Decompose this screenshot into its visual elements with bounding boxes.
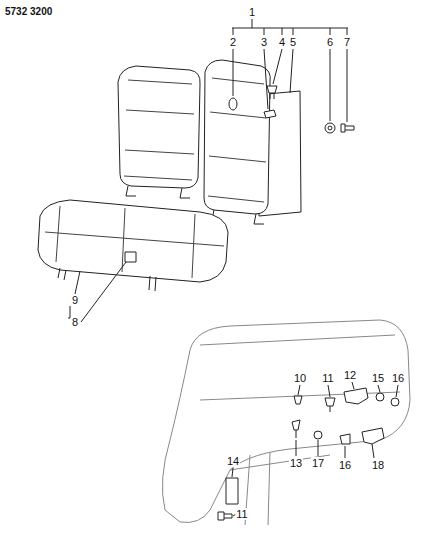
callout-number: 2 — [229, 36, 237, 48]
callout-number: 10 — [293, 372, 307, 384]
callout-number: 11 — [235, 508, 248, 520]
callout-number: 18 — [371, 459, 385, 471]
callout-number: 6 — [326, 36, 334, 48]
callout-number: 8 — [71, 316, 79, 328]
callout-number: 11 — [321, 372, 334, 384]
callout-number: 4 — [278, 36, 286, 48]
callout-number: 5 — [289, 36, 297, 48]
callout-number: 16 — [338, 459, 352, 471]
callout-number: 1 — [248, 6, 256, 18]
callout-number: 13 — [289, 457, 303, 469]
reference-number: 5732 3200 — [4, 6, 53, 18]
callout-number: 9 — [71, 294, 79, 306]
callout-number: 12 — [343, 369, 357, 381]
callout-number: 15 — [371, 372, 385, 384]
callout-number: 17 — [311, 457, 325, 469]
callout-number: 3 — [260, 36, 268, 48]
seat-back-right — [204, 60, 270, 214]
callout-number: 14 — [226, 455, 240, 467]
seat-back-left — [118, 66, 200, 188]
callout-number: 7 — [343, 36, 351, 48]
callout-number: 16 — [391, 372, 405, 384]
seat-cushion — [38, 200, 228, 282]
